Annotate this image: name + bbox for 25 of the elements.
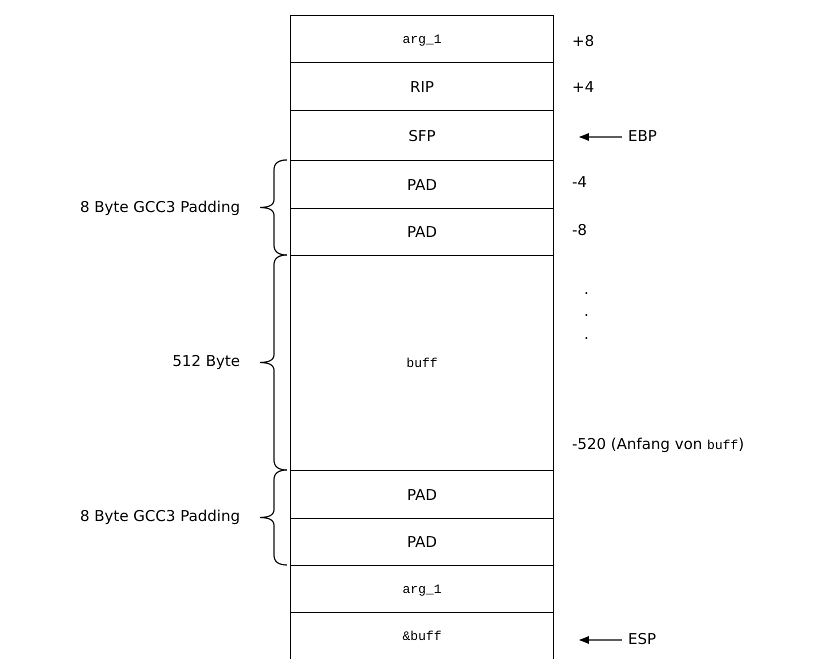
stack-cell: SFP [290,110,554,161]
stack-cell: PAD [290,160,554,209]
stack-cell: RIP [290,62,554,111]
arrow [579,133,622,141]
stack-cell: PAD [290,518,554,566]
offset-label: -8 [572,223,587,238]
offset-label: -4 [572,175,587,190]
stack-cell: PAD [290,208,554,256]
stack-cell: PAD [290,470,554,519]
offset-label: . [584,327,589,342]
stack-cell: &buff [290,612,554,659]
offset-label: +4 [572,80,594,95]
offset-label: -520 (Anfang von buff) [572,437,744,452]
stack-cell: arg_1 [290,15,554,63]
register-label: EBP [628,129,657,144]
brace-label: 8 Byte GCC3 Padding [80,509,240,524]
stack-cell: arg_1 [290,565,554,613]
brace-label: 512 Byte [172,354,240,369]
stack-cell: buff [290,255,554,471]
offset-label: . [584,304,589,319]
arrow [579,636,622,644]
brace-label: 8 Byte GCC3 Padding [80,200,240,215]
offset-label: +8 [572,34,594,49]
offset-label: . [584,282,589,297]
register-label: ESP [628,632,656,647]
